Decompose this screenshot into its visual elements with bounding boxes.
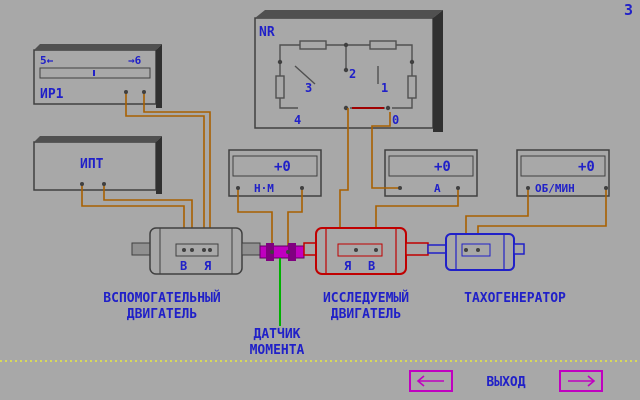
resistor-pos-1[interactable]: 1 [381,81,388,95]
tachogenerator [427,233,525,271]
aux-motor-caption-1: ВСПОМОГАТЕЛЬНЫЙ [103,290,221,306]
speed-meter-reading: +0 [578,159,595,175]
resistor-pos-2[interactable]: 2 [349,67,356,81]
prev-button-frame[interactable] [409,370,453,392]
test-motor: Я В [303,227,429,275]
tachogenerator-caption: ТАХОГЕНЕРАТОР [464,291,566,306]
terminal-dots [80,90,608,254]
resistor-pos-0[interactable]: 0 [392,113,399,127]
aux-motor-terminal-right: Я [204,259,211,273]
current-meter-unit: А [434,182,441,195]
exit-button[interactable]: ВЫХОД [486,375,525,390]
resistor-box-title: NR [259,25,275,40]
resistor-network [275,40,417,109]
power-supply-label: ИПТ [80,157,104,172]
rheostat-box: 5← →6 ИР1 [33,44,162,108]
rheostat-range-right: →6 [128,54,142,67]
rheostat-range-left: 5← [40,54,54,67]
test-motor-terminal-right: В [368,259,375,273]
resistor-pos-4[interactable]: 4 [294,113,301,127]
arrow-left-icon[interactable] [416,375,444,387]
resistor-box: NR 3 2 1 4 0 [254,10,443,132]
torque-sensor-caption-2: МОМЕНТА [250,343,305,358]
test-motor-caption-1: ИССЛЕДУЕМЫЙ [323,290,409,306]
prev-button[interactable] [409,370,453,392]
wiring [81,92,607,246]
test-motor-terminal-left: Я [344,259,351,273]
next-button-frame[interactable] [559,370,603,392]
arrow-right-icon[interactable] [568,375,596,387]
torque-meter: +0 Н·М [228,149,322,197]
page-number: 3 [624,1,633,19]
current-meter-reading: +0 [434,159,451,175]
next-button[interactable] [559,370,603,392]
power-supply-box: ИПТ [33,136,162,194]
torque-sensor [259,243,305,326]
torque-meter-unit: Н·М [254,182,274,195]
aux-motor-terminal-left: В [180,259,187,273]
speed-meter: +0 ОБ/МИН [516,149,610,197]
resistor-pos-3[interactable]: 3 [305,81,312,95]
aux-motor: В Я [131,227,261,275]
torque-meter-reading: +0 [274,159,291,175]
speed-meter-unit: ОБ/МИН [535,182,575,195]
torque-sensor-caption-1: ДАТЧИК [254,327,301,342]
rheostat-label: ИР1 [40,87,64,102]
test-motor-caption-2: ДВИГАТЕЛЬ [331,307,402,322]
aux-motor-caption-2: ДВИГАТЕЛЬ [127,307,198,322]
